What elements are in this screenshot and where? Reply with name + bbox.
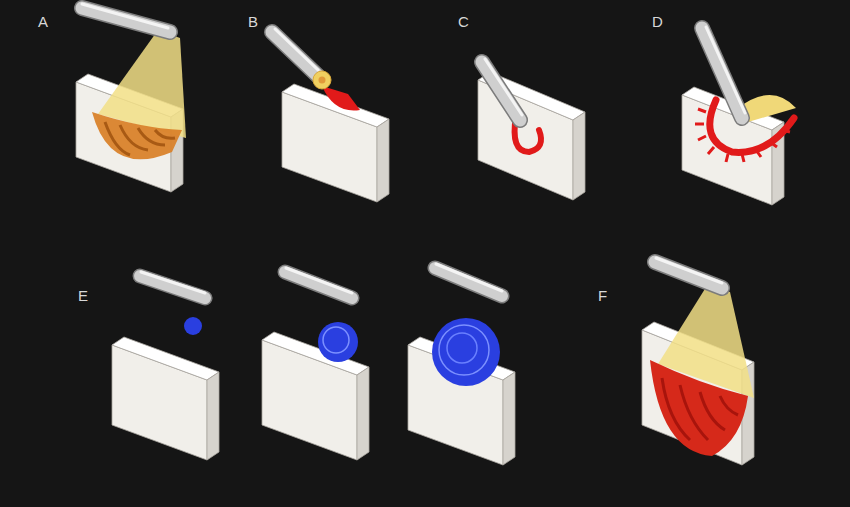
probe [140,276,205,298]
panel-letter: E [78,288,88,303]
probe-outline [285,272,352,298]
probe-tip-core [319,77,326,84]
tissue-block [112,337,219,460]
probe-highlight [436,264,502,291]
probe [435,268,502,296]
probe-group [82,4,745,298]
block-side [357,367,369,460]
tissue-streaks [105,122,175,155]
probe-outline [435,268,502,296]
probe-highlight [706,27,745,113]
ablation-zone [322,86,360,111]
block-side [377,119,389,202]
ablation-zone [92,112,182,159]
bubble-ring [323,327,349,353]
block-side [573,112,585,200]
panel-letter: A [38,14,48,29]
blue-bubble [432,318,500,386]
probe [272,32,318,76]
probe [702,28,742,118]
panel-letter: F [598,288,607,303]
probe-outline [702,28,742,118]
probe-highlight [286,268,352,293]
tissue-streaks [662,378,738,440]
probe-highlight [141,272,205,293]
probe-highlight [485,59,522,115]
probe-outline [482,62,520,120]
ablation-zone [710,100,794,152]
block-side [207,372,219,460]
blue-bubble [318,322,358,362]
probe-outline [82,8,170,32]
block-side [503,372,515,465]
probe-outline [140,276,205,298]
bubble-ring [439,325,489,375]
probe-tip [313,71,331,89]
probe-highlight [275,29,318,70]
probe [655,262,722,288]
blue-bubble [184,317,202,335]
probe-outline [655,262,722,288]
probe [482,62,520,120]
probe [285,272,352,298]
probe-highlight [656,258,722,283]
panel-letter: D [652,14,663,29]
bubble-ring [447,333,477,363]
probe-outline [272,32,318,76]
panel-letter: C [458,14,469,29]
panel-letter: B [248,14,258,29]
block-top [112,337,219,380]
probe-highlight [82,4,168,28]
block-top [282,84,389,127]
tissue-block [282,84,389,202]
ablation-zone [650,360,748,456]
probe [82,8,170,32]
